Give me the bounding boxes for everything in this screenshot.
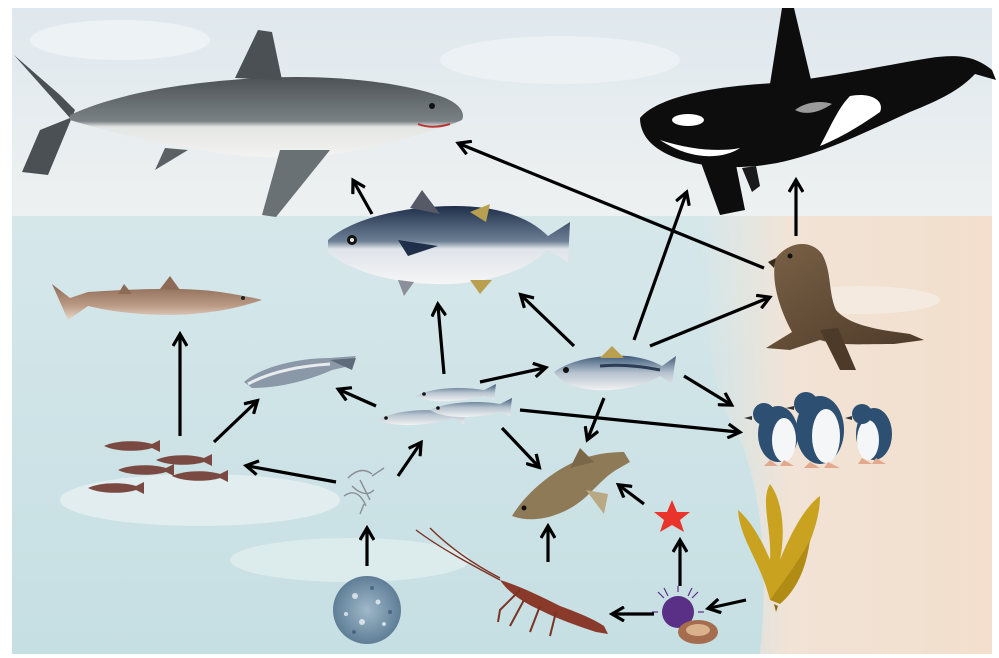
phytoplankton-icon <box>333 576 401 644</box>
